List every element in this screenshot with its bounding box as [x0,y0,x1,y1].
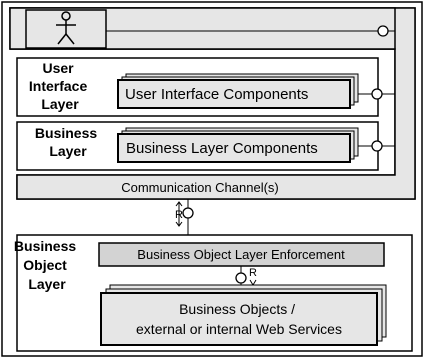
business-title-line-2: Layer [49,143,87,159]
communication-channel-label: Communication Channel(s) [121,180,279,195]
business-components-box [117,133,351,163]
actor-interface-port-icon [377,25,389,37]
user-interface-layer-title: User Interface Layer [29,60,91,112]
enforcement-label: Business Object Layer Enforcement [137,247,345,262]
ui-components-box [117,79,351,109]
bo-title-line-3: Layer [28,276,66,292]
channel-request-arrow-icon [175,201,183,227]
business-title-line-1: Business [35,125,97,141]
business-objects-label: Business Objects / external or internal … [136,301,342,337]
ui-interface-port-icon [371,88,383,100]
channel-connector-label: R [175,209,183,221]
ui-title-line-3: Layer [41,96,79,112]
ui-title-line-2: Interface [29,78,88,94]
business-objects-line-2: external or internal Web Services [136,321,342,337]
stick-figure-actor-icon [56,11,76,45]
business-components-label: Business Layer Components [126,140,318,157]
business-layer-title: Business Layer [35,125,101,159]
channel-interface-port-icon [182,207,194,219]
enforcement-interface-port-icon [235,272,247,284]
business-interface-port-icon [371,140,383,152]
enforcement-connector-label: R [249,267,257,279]
ui-title-line-1: User [42,60,74,76]
bo-title-line-2: Object [23,257,67,273]
bo-title-line-1: Business [14,238,76,254]
business-objects-box [100,292,378,346]
business-object-layer-title: Business Object Layer [14,238,80,292]
business-objects-line-1: Business Objects / [179,301,295,317]
ui-components-label: User Interface Components [125,86,308,103]
